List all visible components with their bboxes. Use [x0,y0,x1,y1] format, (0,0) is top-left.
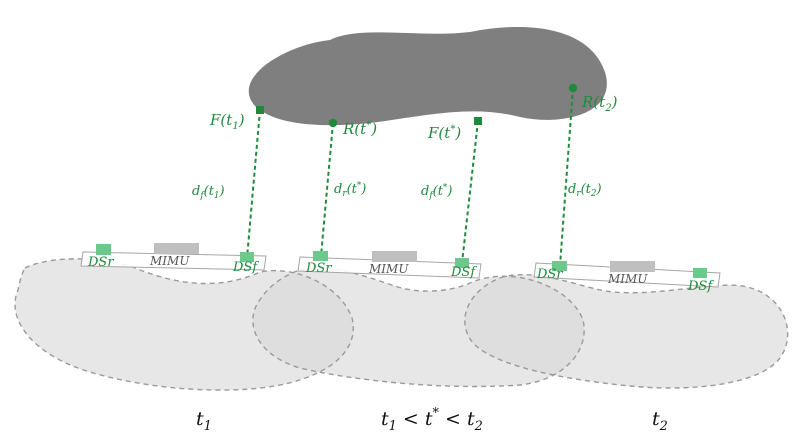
distance-line-f-t1 [246,109,261,259]
mimu-block [154,243,199,254]
mimu-label: MIMU [607,272,648,286]
mimu-label: MIMU [368,262,409,276]
rear-sensor-label: DSr [536,267,563,282]
mimu-label: MIMU [149,254,190,268]
object-point-label-f-t1: F(t1) [209,111,245,132]
time-label-t1: t1 [196,408,212,434]
object-point-label-r-tstar: R(t*) [342,120,377,138]
mimu-block [610,261,655,272]
front-sensor [455,258,469,268]
footprint-t2-outline [464,274,789,389]
front-sensor-label: DSf [687,279,714,294]
footprint-t2 [464,274,788,388]
distance-label-df-tstar: df(t*) [421,183,452,201]
rear-sensor [552,261,567,271]
front-point-marker-t1 [256,106,264,114]
device-board [533,262,721,288]
distance-label-dr-t2: dr(t2) [568,182,602,199]
distance-line-r-t2 [559,87,574,267]
object-point-label-r-t2: R(t2) [581,93,618,114]
rear-sensor [313,251,328,261]
rear-sensor-label: DSr [87,255,114,270]
distance-label-df-t1: df(t1) [192,184,225,201]
front-sensor [693,268,707,278]
device-t1: DSr MIMU DSf [80,243,267,275]
footprint-t1-outline [14,258,354,391]
object-point-label-f-tstar: F(t*) [427,124,461,142]
front-sensor [240,252,254,262]
device-board [297,256,482,279]
rear-point-marker-tstar [328,118,338,128]
front-sensor-label: DSf [450,265,477,280]
distance-label-dr-tstar: dr(t*) [334,181,366,199]
front-sensor-label: DSf [232,260,259,275]
front-point-marker-tstar [474,117,482,125]
device-board [80,251,267,271]
rear-sensor-label: DSr [305,261,332,276]
rear-point-marker-t2 [568,83,578,93]
distance-line-r-tstar [320,122,334,257]
object-shape [248,26,607,126]
distance-line-f-tstar [461,120,479,264]
mimu-block [372,251,417,262]
device-tstar: DSr MIMU DSf [297,251,482,280]
footprint-tstar-outline [252,267,585,388]
rear-sensor [96,244,111,255]
time-label-t2: t2 [652,408,668,434]
device-t2: DSr MIMU DSf [533,261,721,294]
time-label-range: t1 < t* < t2 [381,406,483,434]
